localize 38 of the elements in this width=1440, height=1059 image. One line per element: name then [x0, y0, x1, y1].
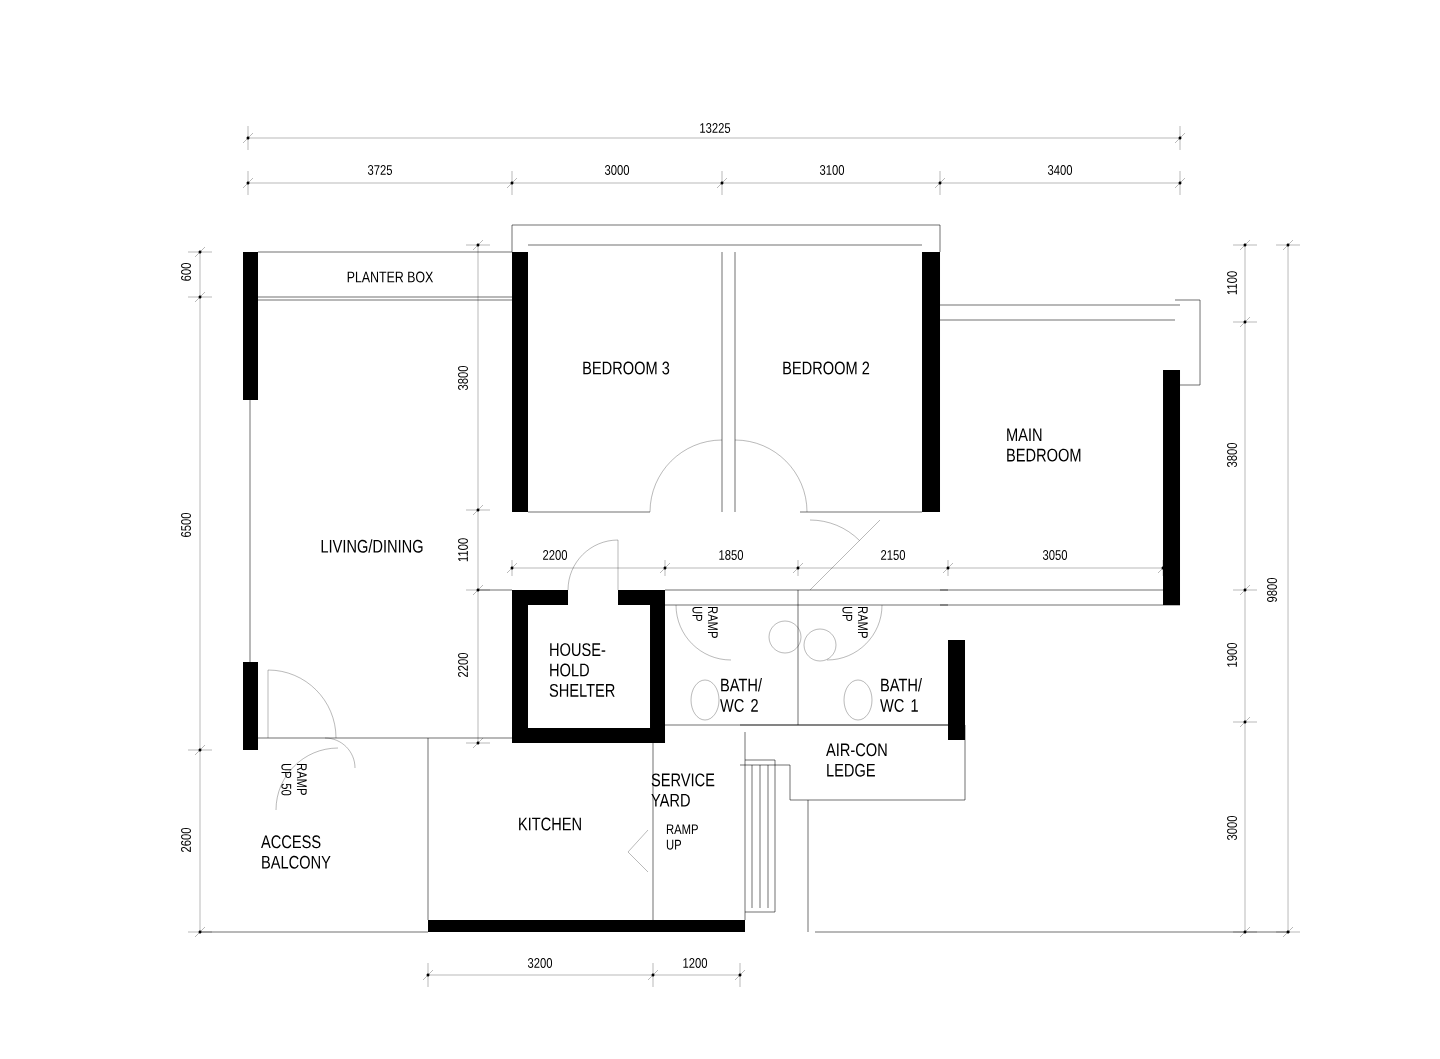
room-label: PLANTER BOX — [347, 271, 434, 283]
room-label: LIVING/DINING — [321, 539, 423, 553]
room-label: KITCHEN — [519, 817, 581, 831]
room-label: BEDROOM 2 — [783, 361, 870, 375]
dimension-text: 9800 — [1267, 577, 1277, 602]
room-label: HOUSE- HOLD SHELTER — [549, 643, 615, 697]
ramp-label: RAMP UP — [666, 824, 698, 850]
room-label: BEDROOM 3 — [583, 361, 670, 375]
dimension-text: 13225 — [700, 123, 731, 133]
dimension-text: 1850 — [719, 550, 744, 560]
dimension-text: 2200 — [458, 652, 468, 677]
dimension-text: 2200 — [543, 550, 568, 560]
ramp-label: RAMP UP — [692, 606, 718, 638]
dimension-text: 1100 — [458, 538, 468, 562]
room-label: ACCESS BALCONY — [261, 835, 331, 869]
ramp-label: RAMP UP 50 — [281, 763, 307, 796]
room-label: AIR-CON LEDGE — [826, 743, 887, 777]
dimension-text: 3800 — [1227, 442, 1237, 468]
dimension-text: 3725 — [367, 165, 393, 175]
dimension-text: 3400 — [1047, 165, 1073, 175]
ramp-label: RAMP UP — [842, 606, 868, 638]
dimension-text: 3050 — [1042, 550, 1068, 560]
room-label: MAIN BEDROOM — [1007, 428, 1081, 462]
dimension-text: 600 — [181, 263, 191, 281]
dimension-text: 3000 — [1227, 815, 1237, 841]
dimension-text: 6500 — [181, 512, 191, 537]
dimension-text: 3800 — [458, 365, 468, 391]
dimension-text: 2150 — [881, 550, 906, 560]
dimension-text: 1200 — [683, 958, 708, 968]
room-label: SERVICE YARD — [651, 773, 715, 807]
dimension-text: 3000 — [604, 165, 630, 175]
room-label: BATH/ WC 2 — [720, 678, 762, 712]
dimension-text: 1900 — [1227, 642, 1237, 667]
dimension-text: 3200 — [527, 958, 553, 968]
dimension-text: 3100 — [819, 165, 845, 175]
dimension-text: 1100 — [1227, 271, 1237, 295]
dimension-text: 2600 — [181, 827, 191, 852]
room-label: BATH/ WC 1 — [880, 678, 922, 712]
